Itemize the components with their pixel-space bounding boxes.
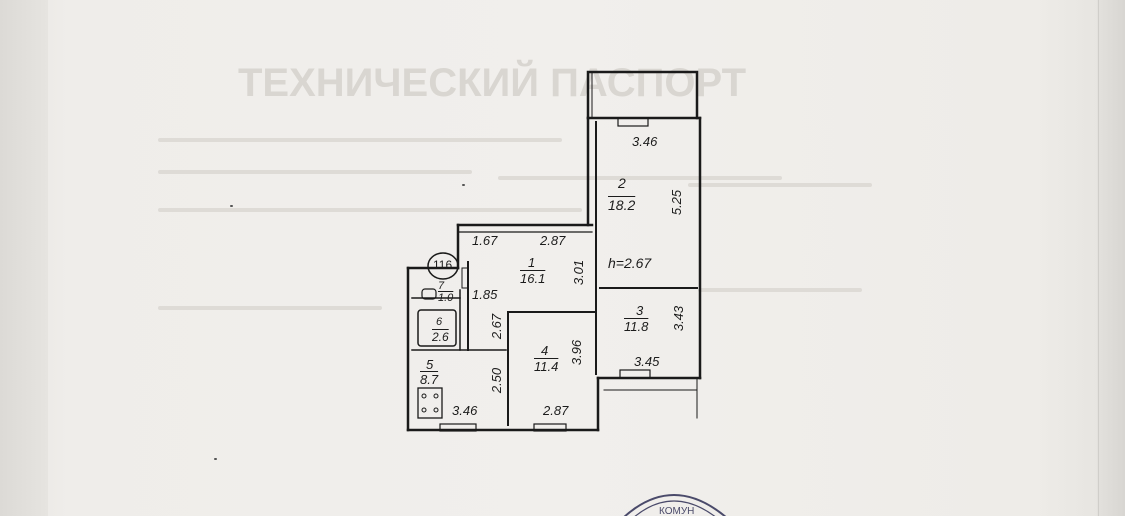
dim-room2-width: 3.46	[632, 134, 658, 149]
room-5-area: 8.7	[420, 372, 439, 387]
window	[533, 423, 567, 432]
dim-room3-width: 3.45	[634, 354, 660, 369]
room-2-number: 2	[618, 175, 626, 191]
bathtub	[417, 309, 457, 347]
room-7-area: 1.0	[438, 292, 454, 304]
dim-room4-width: 2.87	[543, 403, 569, 418]
window	[619, 369, 651, 379]
room-4-number: 4	[541, 343, 549, 358]
dim-hall-length: 1.85	[472, 287, 498, 302]
balcony-outline	[586, 70, 699, 120]
ink-speck	[462, 184, 465, 186]
ceiling-height: h=2.67	[608, 255, 652, 271]
room-7-number: 7	[438, 280, 445, 292]
room-1-area: 16.1	[520, 271, 546, 286]
room-3-area: 11.8	[624, 319, 649, 334]
dim-room3-length: 3.43	[671, 305, 687, 332]
series-circle	[427, 252, 459, 280]
stamp: КОМУН	[623, 494, 727, 516]
ink-speck	[214, 458, 217, 460]
dim-room1-width: 2.87	[540, 233, 566, 248]
ink-speck	[230, 205, 233, 207]
dim-kitchen-width: 3.46	[452, 403, 478, 418]
stove	[417, 387, 443, 419]
room-6-number: 6	[436, 316, 443, 328]
window	[439, 423, 477, 432]
room-6-area: 2.6	[432, 330, 449, 344]
dim-corridor-length: 2.67	[489, 313, 505, 340]
stamp-text: КОМУН	[659, 506, 694, 516]
room-3-number: 3	[636, 303, 644, 318]
dim-room4-length: 3.96	[569, 339, 585, 366]
ghost-header: ТЕХНИЧЕСКИЙ ПАСПОРТ	[238, 59, 746, 105]
dim-room1-depth: 3.01	[571, 259, 587, 286]
series-number: 116	[433, 258, 453, 272]
room-4-area: 11.4	[534, 359, 559, 374]
dim-kitchen-length: 2.50	[489, 367, 505, 394]
sheet-boundary-line	[1098, 0, 1099, 516]
room-5-number: 5	[426, 357, 434, 372]
paper-left-edge	[0, 0, 48, 516]
room-2-area: 18.2	[608, 197, 636, 213]
paper-right-edge	[1097, 0, 1125, 516]
dim-room2-length: 5.25	[669, 189, 685, 216]
dim-hall-width-top: 1.67	[472, 233, 498, 248]
room-1-number: 1	[528, 255, 536, 270]
toilet	[421, 288, 437, 300]
window	[617, 117, 649, 127]
